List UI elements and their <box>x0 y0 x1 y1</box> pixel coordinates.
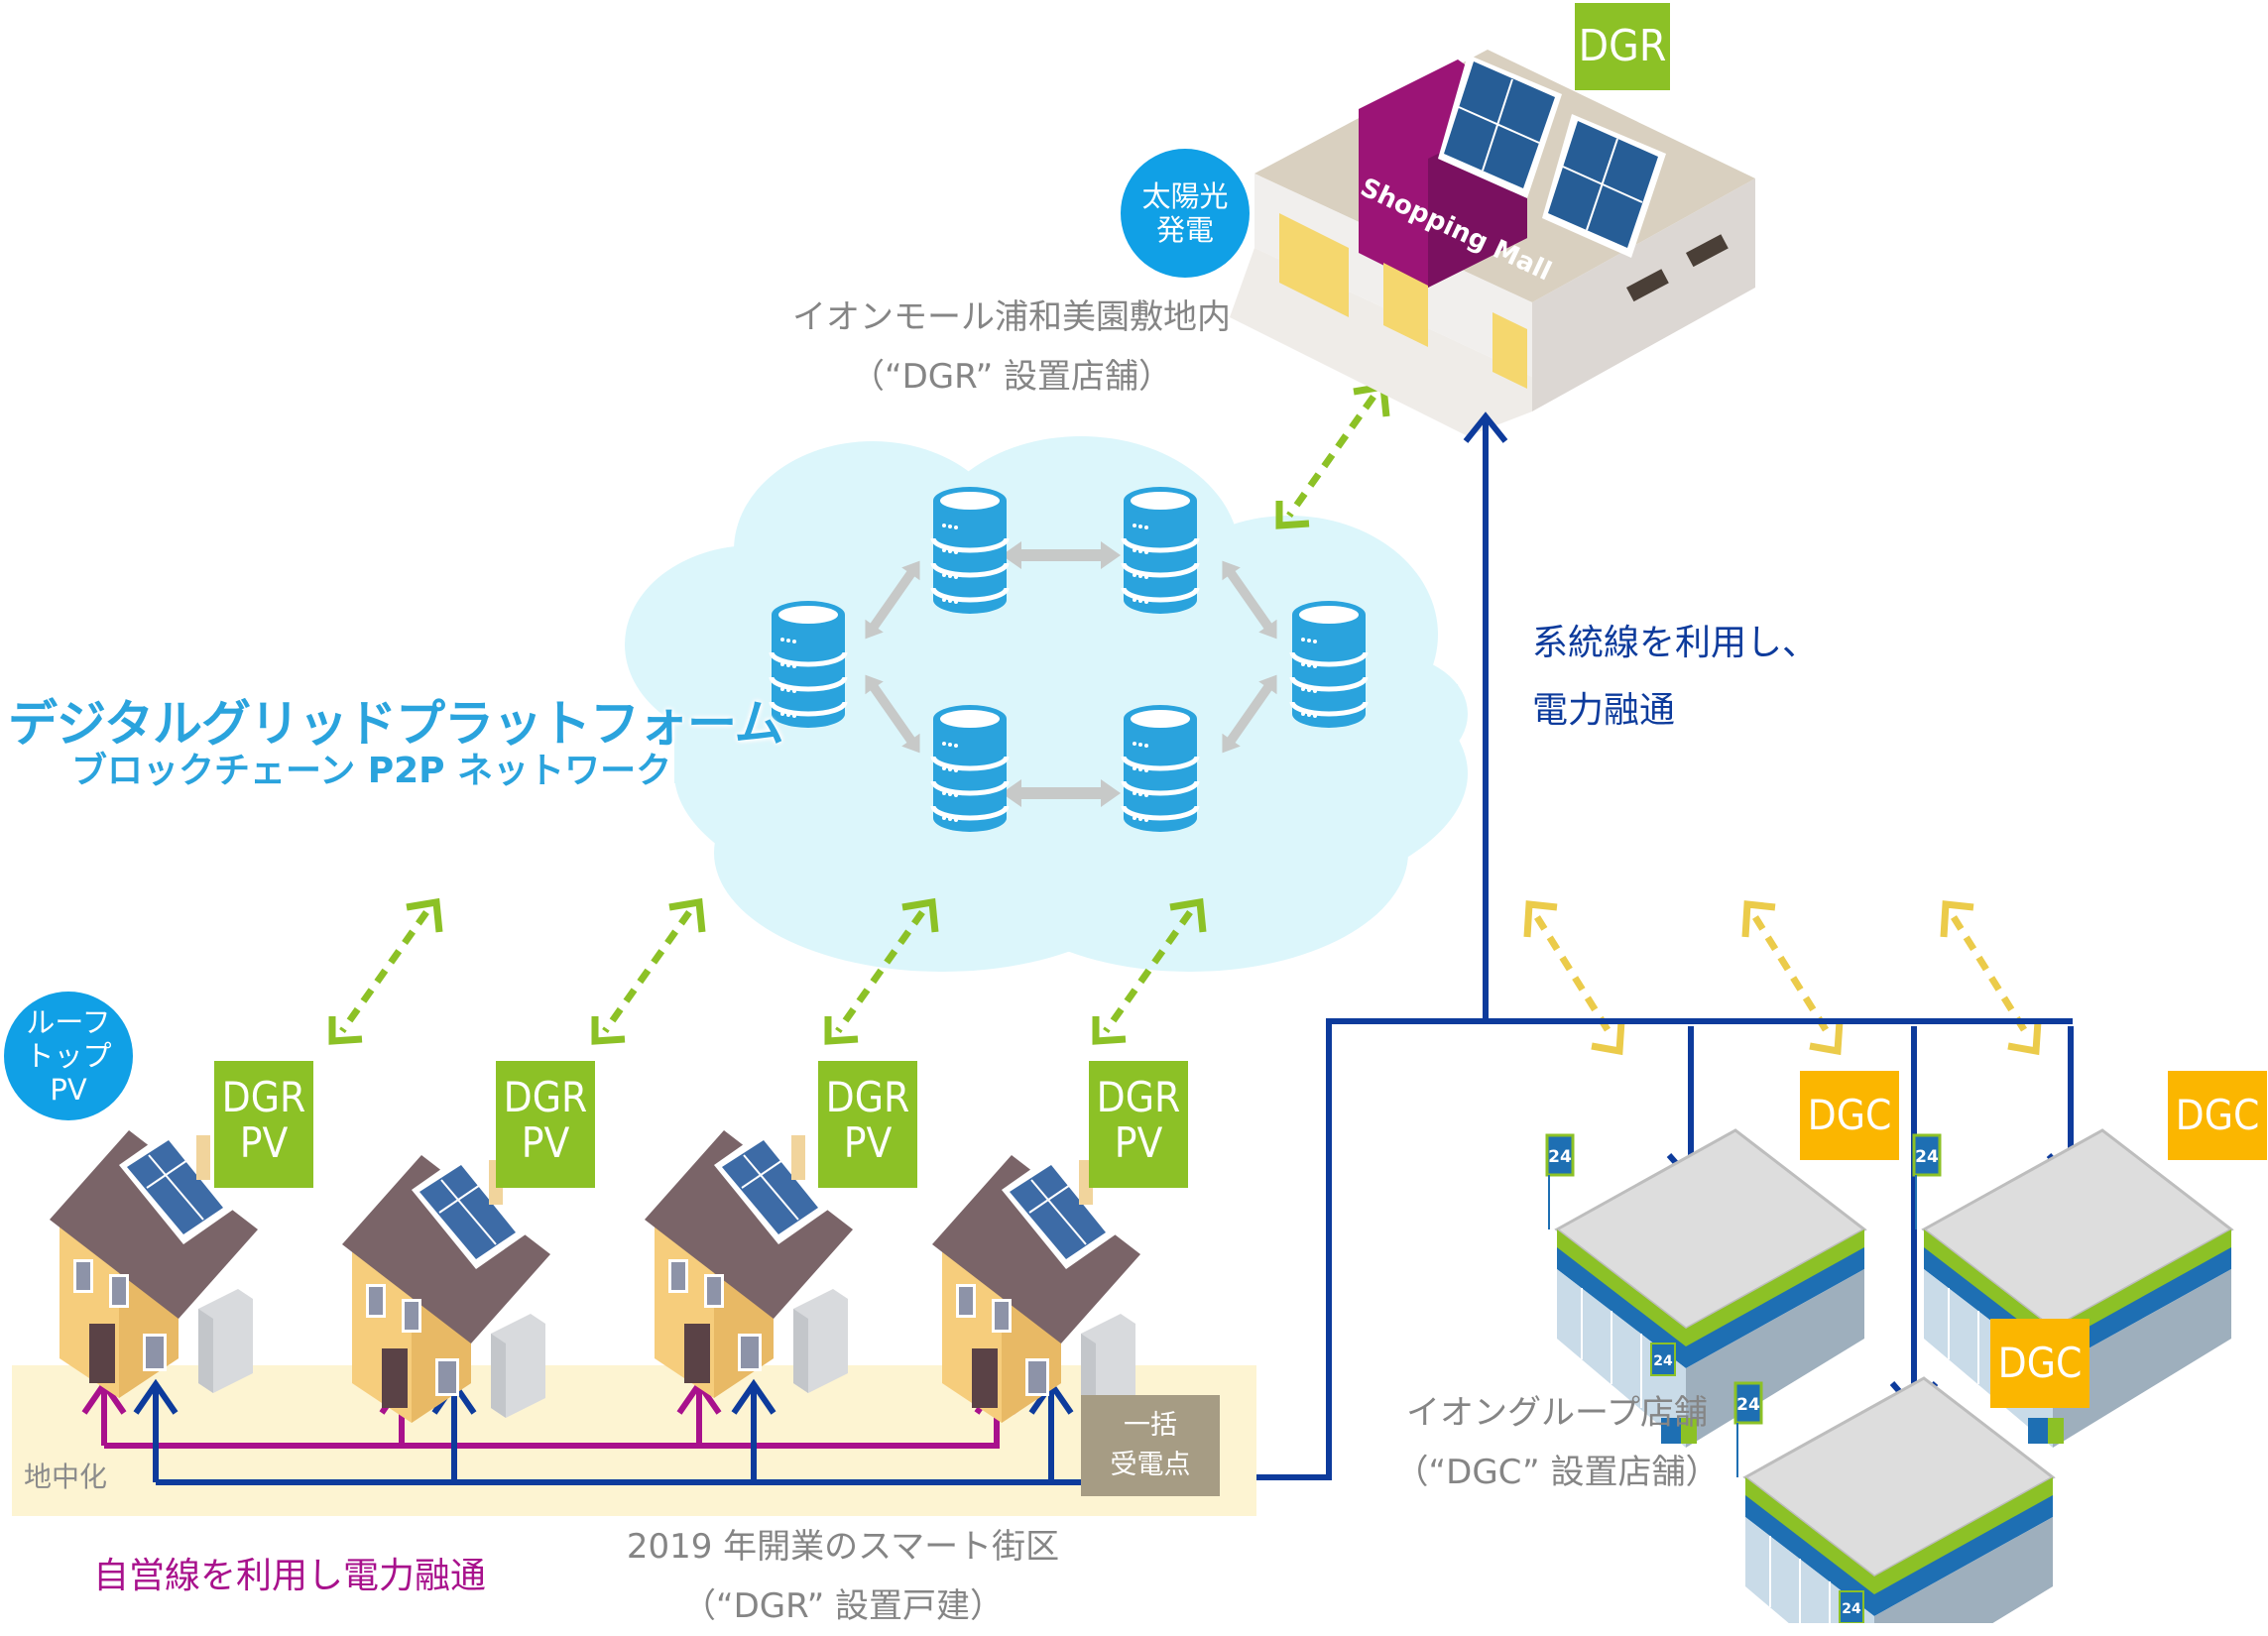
shopping-mall-building: Shopping Mall <box>1230 50 1755 436</box>
mall-caption-line2: （“DGR” 設置店舗） <box>850 357 1172 397</box>
rooftop-pv-circle: ルーフ トップ PV <box>4 992 133 1120</box>
badge-line2: PV <box>1114 1118 1163 1167</box>
grid-link-line2: 電力融通 <box>1532 690 1676 731</box>
badge-line2: PV <box>521 1118 570 1167</box>
rooftop-circle-line1: ルーフ <box>26 1005 111 1039</box>
underground-label: 地中化 <box>24 1461 108 1493</box>
house-4-dgr-pv-badge: DGR PV <box>1089 1061 1188 1188</box>
district-caption-line1: 2019 年開業のスマート街区 <box>626 1527 1060 1567</box>
solar-circle-line2: 発電 <box>1155 213 1214 247</box>
receiving-point-line2: 受電点 <box>1110 1450 1191 1480</box>
badge-line1: DGR <box>221 1073 306 1121</box>
house-2 <box>341 1154 551 1424</box>
green-dashed-arrows <box>328 382 1390 1045</box>
receiving-point-box: 一括 受電点 <box>1081 1395 1220 1496</box>
server-node-6 <box>1124 705 1197 832</box>
district-caption: 2019 年開業のスマート街区 （“DGR” 設置戸建） <box>615 1517 1071 1636</box>
house-3-dgr-pv-badge: DGR PV <box>818 1061 917 1188</box>
store-2-dgc-badge: DGC <box>2168 1071 2267 1160</box>
rooftop-circle-line2: トップ <box>25 1039 112 1073</box>
store-3 <box>1733 1376 2055 1623</box>
platform-subtitle: ブロックチェーン P2P ネットワーク <box>71 751 672 791</box>
badge-line1: DGR <box>825 1073 910 1121</box>
platform-title: デジタルグリッドプラットフォーム <box>8 695 783 753</box>
badge-line1: DGR <box>503 1073 588 1121</box>
store-3-dgc-badge: DGC <box>1990 1319 2089 1408</box>
server-node-5 <box>933 705 1007 832</box>
self-line-caption: 自営線を利用し電力融通 <box>93 1556 487 1596</box>
server-node-1 <box>933 487 1007 614</box>
badge-line2: PV <box>239 1118 289 1167</box>
yellow-dashed-arrows <box>1523 900 2042 1056</box>
smart-district-band <box>12 1365 1256 1516</box>
grid-link-caption: 系統線を利用し、 電力融通 <box>1532 610 1818 745</box>
rooftop-circle-line3: PV <box>50 1073 87 1107</box>
store-caption-line1: イオングループ店舗 <box>1406 1393 1708 1433</box>
store-caption: イオングループ店舗 （“DGC” 設置店舗） <box>1388 1383 1726 1502</box>
solar-circle-line1: 太陽光 <box>1141 179 1229 213</box>
server-node-2 <box>1124 487 1197 614</box>
district-caption-line2: （“DGR” 設置戸建） <box>681 1586 1004 1626</box>
store-1-dgc-badge: DGC <box>1800 1071 1899 1160</box>
store-caption-line2: （“DGC” 設置店舗） <box>1394 1453 1720 1492</box>
mall-dgr-badge: DGR <box>1575 3 1670 90</box>
badge-line1: DGR <box>1096 1073 1181 1121</box>
mall-caption: イオンモール浦和美園敷地内 （“DGR” 設置店舗） <box>744 288 1279 407</box>
solar-power-circle: 太陽光 発電 <box>1121 149 1250 278</box>
server-node-4 <box>1292 601 1366 728</box>
grid-link-line1: 系統線を利用し、 <box>1532 623 1819 663</box>
receiving-point-line1: 一括 <box>1124 1410 1177 1441</box>
house-1-dgr-pv-badge: DGR PV <box>214 1061 313 1188</box>
badge-line2: PV <box>843 1118 893 1167</box>
mall-caption-line1: イオンモール浦和美園敷地内 <box>792 297 1231 337</box>
house-2-dgr-pv-badge: DGR PV <box>496 1061 595 1188</box>
house-4 <box>931 1154 1141 1424</box>
